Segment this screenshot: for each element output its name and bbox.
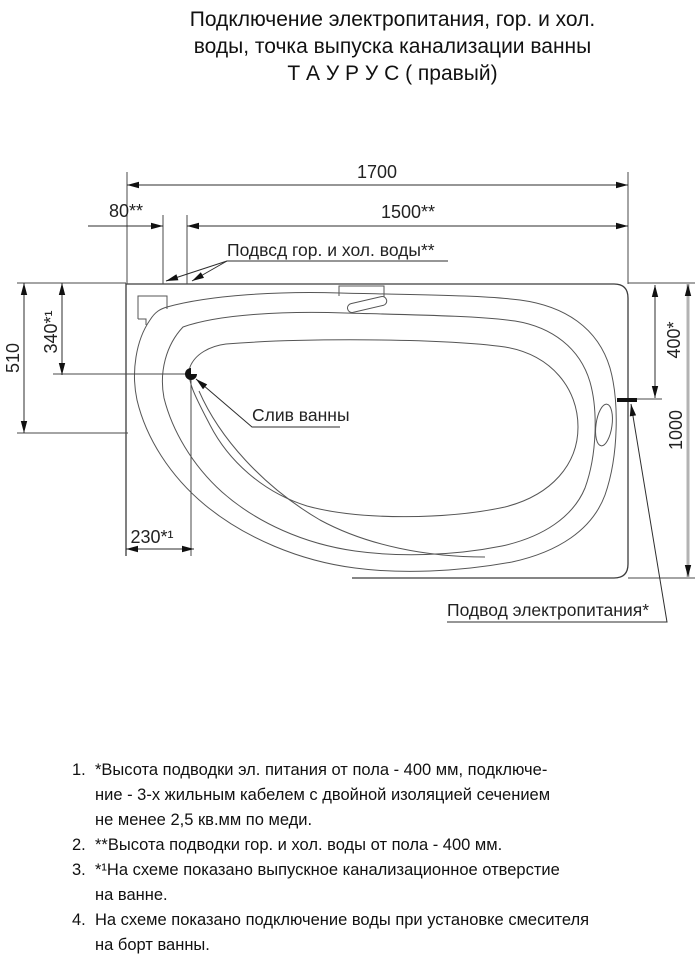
power-supply-label: Подвод электропитания*	[447, 600, 649, 620]
note-3-number: 3.	[72, 861, 86, 879]
dim-340-label: 340*¹	[41, 310, 61, 353]
page-title: Подключение электропитания, гор. и хол. …	[85, 6, 700, 87]
rim-tab-detail	[338, 285, 385, 297]
leader-water-1	[165, 260, 228, 282]
note-1-text: *Высота подводки эл. питания от пола - 4…	[95, 758, 647, 833]
dim-1000-label: 1000	[666, 410, 686, 450]
note-3: 3. *¹На схеме показано выпускное канализ…	[72, 858, 647, 908]
tub-silhouette-outer	[134, 292, 617, 572]
leader-power	[447, 403, 668, 623]
note-2: 2. **Высота подводки гор. и хол. воды от…	[72, 833, 647, 858]
note-2-text: **Высота подводки гор. и хол. воды от по…	[95, 833, 647, 858]
leader-drain	[195, 378, 340, 428]
bathtub-installation-diagram: 1700 1500** 80** 510 340*¹ 400* 1000 230…	[3, 162, 695, 623]
notes-list: 1. *Высота подводки эл. питания от пола …	[72, 758, 647, 958]
note-1-line-1: *Высота подводки эл. питания от пола - 4…	[95, 761, 548, 779]
note-4-number: 4.	[72, 911, 86, 929]
title-line-1: Подключение электропитания, гор. и хол.	[189, 8, 596, 31]
note-3-text: *¹На схеме показано выпускное канализаци…	[95, 858, 647, 908]
dim-400-label: 400*	[664, 321, 684, 358]
note-1-line-2: ние - 3-х жильным кабелем с двойной изол…	[95, 786, 551, 804]
note-4-line-1: На схеме показано подключение воды при у…	[95, 911, 590, 929]
title-line-2: воды, точка выпуска канализации ванны	[193, 35, 592, 58]
note-3-line-2: на ванне.	[95, 886, 168, 904]
note-2-line-1: **Высота подводки гор. и хол. воды от по…	[95, 836, 503, 854]
dim-230-label: 230*¹	[130, 527, 173, 547]
tub-basin	[188, 339, 579, 518]
extension-lines	[17, 172, 695, 579]
tub-rim-inner	[161, 311, 596, 556]
note-3-line-1: *¹На схеме показано выпускное канализаци…	[95, 861, 560, 879]
drain-dot-wedge	[191, 367, 198, 374]
note-1-number: 1.	[72, 761, 86, 779]
frame-outline	[125, 283, 629, 579]
dim-510-label: 510	[3, 343, 23, 373]
note-1-line-3: не менее 2,5 кв.мм по меди.	[95, 811, 313, 829]
dim-80-label: 80**	[109, 201, 143, 221]
water-supply-label: Подвсд гор. и хол. воды**	[227, 240, 435, 260]
note-1: 1. *Высота подводки эл. питания от пола …	[72, 758, 647, 833]
dim-1700-label: 1700	[357, 162, 397, 182]
note-4: 4. На схеме показано подключение воды пр…	[72, 908, 647, 958]
note-4-line-2: на борт ванны.	[95, 936, 210, 954]
headrest-detail	[595, 403, 613, 447]
note-4-text: На схеме показано подключение воды при у…	[95, 908, 647, 958]
grab-handle-icon	[347, 296, 388, 313]
rim-step-detail	[137, 295, 168, 325]
tub-contour-line	[198, 390, 486, 558]
dim-1500-label: 1500**	[381, 202, 435, 222]
drain-marker	[185, 367, 198, 380]
drain-label: Слив ванны	[252, 405, 350, 425]
title-line-3: Т А У Р У С ( правый)	[287, 62, 498, 85]
leader-water-2	[191, 260, 228, 282]
note-2-number: 2.	[72, 836, 86, 854]
